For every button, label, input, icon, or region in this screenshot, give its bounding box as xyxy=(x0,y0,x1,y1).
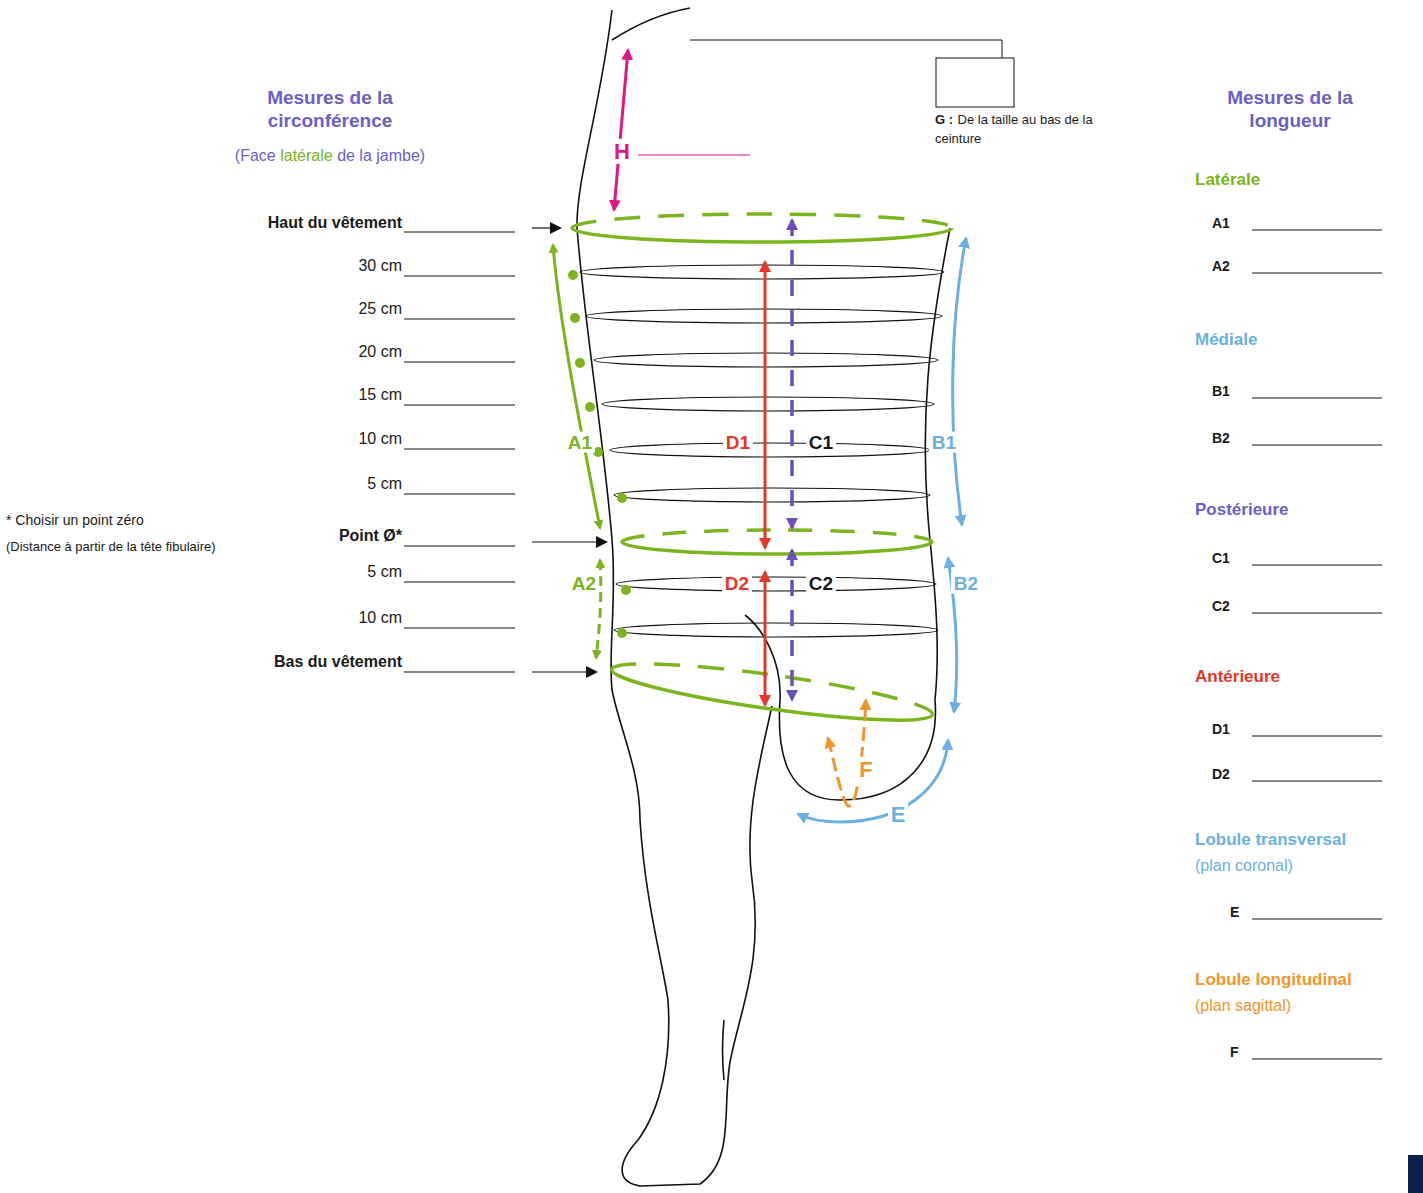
callout-letter: D1 xyxy=(723,432,753,453)
group-heading: Latérale xyxy=(1195,170,1260,189)
callout-letter-box: E xyxy=(883,802,913,828)
callout-letter-box: B2 xyxy=(948,573,984,596)
group-heading: Médiale xyxy=(1195,330,1257,349)
field-label-box: A2 xyxy=(1212,256,1230,275)
footnote-box: * Choisir un point zéro xyxy=(6,510,286,529)
level-label: 25 cm xyxy=(358,300,402,317)
footnote: * Choisir un point zéro xyxy=(6,512,144,528)
level-label: Bas du vêtement xyxy=(274,653,402,670)
level-label-box: 15 cm xyxy=(358,385,402,404)
section-title: Mesures de la circonférence xyxy=(267,87,393,131)
callout-letter: A2 xyxy=(569,573,599,594)
group-heading: Antérieure xyxy=(1195,667,1280,686)
level-label-box: 20 cm xyxy=(358,342,402,361)
callout-letter-box: H xyxy=(607,139,637,165)
footnote-box: (Distance à partir de la tête fibulaire) xyxy=(6,536,246,555)
callout-letter: A1 xyxy=(565,432,595,453)
field-label-box: D2 xyxy=(1212,764,1230,783)
level-label: 5 cm xyxy=(367,475,402,492)
field-label-box: B1 xyxy=(1212,381,1230,400)
callout-letter: B1 xyxy=(929,432,959,453)
field-label: A2 xyxy=(1212,258,1230,274)
group-heading: Lobule transversal xyxy=(1195,830,1346,849)
group-heading-box: Lobule longitudinal xyxy=(1195,970,1352,990)
callout-letter-box: A2 xyxy=(566,573,602,596)
note: De la taille au bas de la ceinture xyxy=(935,112,1093,146)
subtitle-box: (Face latérale de la jambe) xyxy=(190,146,470,165)
section-title: Mesures de la longueur xyxy=(1227,87,1353,131)
callout-letter: C2 xyxy=(806,573,836,594)
field-label-box: B2 xyxy=(1212,428,1230,447)
group-subheading-box: (plan sagittal) xyxy=(1195,996,1291,1015)
callout-letter-box: B1 xyxy=(926,432,962,455)
callout-letter: D2 xyxy=(722,573,752,594)
section-title-box: Mesures de la circonférence xyxy=(235,87,425,133)
level-label: 5 cm xyxy=(367,563,402,580)
footnote: (Distance à partir de la tête fibulaire) xyxy=(6,539,216,554)
field-label-box: F xyxy=(1230,1042,1239,1061)
subtitle: de la jambe) xyxy=(337,147,425,164)
callout-letter: E xyxy=(888,802,909,827)
level-label: 10 cm xyxy=(358,430,402,447)
field-label-box: E xyxy=(1230,902,1239,921)
group-subheading: (plan coronal) xyxy=(1195,857,1293,874)
callout-letter-box: C2 xyxy=(803,573,839,596)
subtitle: latérale xyxy=(280,147,332,164)
field-label: C1 xyxy=(1212,550,1230,566)
level-label-box: Haut du vêtement xyxy=(268,213,402,232)
field-label: C2 xyxy=(1212,598,1230,614)
field-label-box: D1 xyxy=(1212,719,1230,738)
callout-letter-box: A1 xyxy=(562,432,598,455)
subtitle: (Face xyxy=(235,147,276,164)
callout-letter-box: F xyxy=(851,757,881,783)
level-label-box: 5 cm xyxy=(367,562,402,581)
callout-letter: G : xyxy=(935,112,953,127)
field-label: E xyxy=(1230,904,1239,920)
field-label-box: C1 xyxy=(1212,548,1230,567)
field-label: B1 xyxy=(1212,383,1230,399)
group-heading-box: Latérale xyxy=(1195,170,1260,190)
field-label-box: A1 xyxy=(1212,213,1230,232)
callout-letter: B2 xyxy=(951,573,981,594)
group-heading: Postérieure xyxy=(1195,500,1289,519)
section-title-box: Mesures de la longueur xyxy=(1205,87,1375,133)
level-label-box: Point Ø* xyxy=(339,526,402,545)
level-label-box: 10 cm xyxy=(358,429,402,448)
field-label: B2 xyxy=(1212,430,1230,446)
field-label: D2 xyxy=(1212,766,1230,782)
level-label: 20 cm xyxy=(358,343,402,360)
field-label: A1 xyxy=(1212,215,1230,231)
group-heading-box: Antérieure xyxy=(1195,667,1280,687)
level-label: 15 cm xyxy=(358,386,402,403)
level-label-box: Bas du vêtement xyxy=(274,652,402,671)
level-label: 10 cm xyxy=(358,609,402,626)
field-label-box: C2 xyxy=(1212,596,1230,615)
group-heading-box: Médiale xyxy=(1195,330,1257,350)
group-subheading: (plan sagittal) xyxy=(1195,997,1291,1014)
callout-letter: F xyxy=(856,757,875,782)
callout-letter-box: C1 xyxy=(803,432,839,455)
callout-letter: H xyxy=(611,139,633,164)
level-label: Point Ø* xyxy=(339,527,402,544)
level-label-box: 5 cm xyxy=(367,474,402,493)
level-label: 30 cm xyxy=(358,257,402,274)
callout-letter: C1 xyxy=(806,432,836,453)
callout-letter-box: D1 xyxy=(720,432,756,455)
field-label: F xyxy=(1230,1044,1239,1060)
group-heading-box: Lobule transversal xyxy=(1195,830,1346,850)
level-label: Haut du vêtement xyxy=(268,214,402,231)
callout-letter-box: D2 xyxy=(719,573,755,596)
level-label-box: 10 cm xyxy=(358,608,402,627)
level-label-box: 25 cm xyxy=(358,299,402,318)
level-label-box: 30 cm xyxy=(358,256,402,275)
group-heading-box: Postérieure xyxy=(1195,500,1289,520)
field-label: D1 xyxy=(1212,721,1230,737)
group-heading: Lobule longitudinal xyxy=(1195,970,1352,989)
group-subheading-box: (plan coronal) xyxy=(1195,856,1293,875)
callout-letter-box: G : De la taille au bas de la ceinture xyxy=(935,109,1120,147)
